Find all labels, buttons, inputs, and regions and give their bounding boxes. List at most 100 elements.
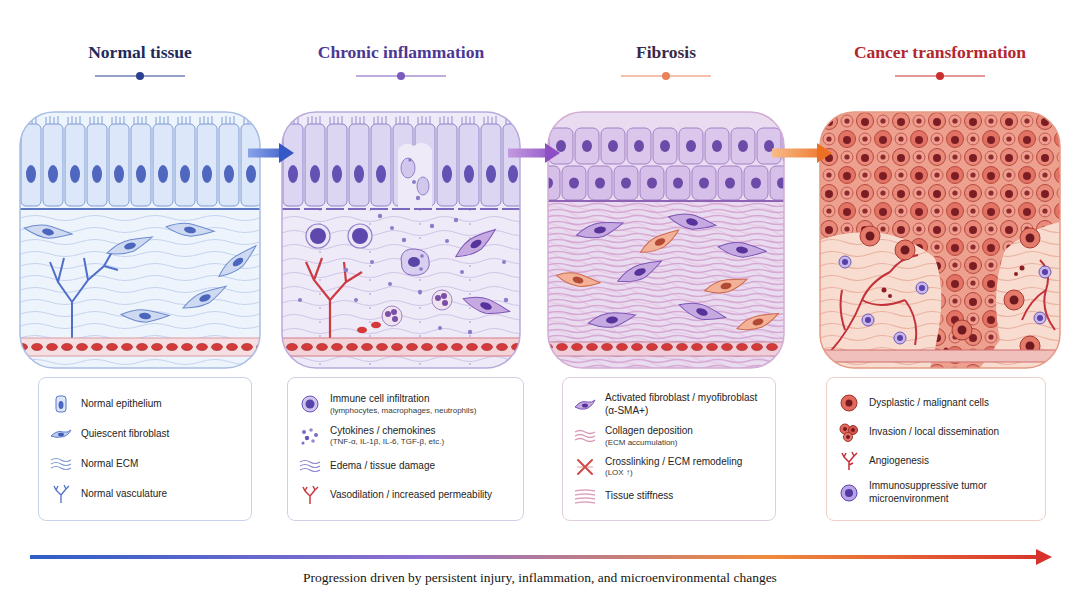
cancer-art [1020,228,1040,248]
item-label: Immunosuppressive tumor microenvironment [869,480,1039,505]
inflammation-art [298,158,508,334]
flow-arrow [772,143,832,163]
fibrosis-art [615,257,665,287]
item-label: Crosslinking / ECM remodeling [605,456,742,469]
info-box: Dysplastic / malignant cellsInvasion / l… [826,377,1046,521]
fibrosis-art [548,202,784,368]
legend-icon [582,403,588,407]
inflammation-art [390,226,394,230]
legend-icon [836,451,862,471]
inflammation-art [282,112,520,368]
legend-row: Vasodilation / increased permeability [296,485,517,505]
cancer-art [895,240,915,260]
legend-text: Invasion / local dissemination [869,426,999,439]
inflammation-art [370,260,374,264]
heading-rule [662,72,670,80]
stage-heading: Cancer transformation [832,40,1048,64]
legend-icon [47,394,75,414]
legend-row: Angiogenesis [835,451,1039,471]
legend-icon [297,394,323,414]
legend-icon [841,395,857,411]
legend-text: Quiescent fibroblast [81,428,169,441]
inflammation-art [282,338,520,356]
legend-icon [58,433,64,437]
legend-text: Tissue stiffness [605,490,673,503]
legend-icon [835,483,863,503]
legend-icon [309,428,313,432]
item-label: Normal ECM [81,458,138,471]
legend-icon [844,433,853,442]
legend-row: Immune cell infiltration(lymphocytes, ma… [296,393,517,416]
legend-text: Normal epithelium [81,398,162,411]
legend-icon [835,393,863,413]
cancer-art [1020,266,1025,271]
inflammation-art [398,143,432,210]
inflammation-art [348,224,372,248]
inflammation-art [282,112,520,368]
legend-text: Normal ECM [81,458,138,471]
legend-icon [302,430,306,434]
inflammation-art [357,327,367,334]
heading-rule [936,72,944,80]
cancer-art [820,112,1060,368]
inflammation-art [452,226,501,262]
inflammation-art [282,112,520,210]
normal-tissue-art [20,208,260,210]
inflammation-art [445,239,449,243]
inflammation-art [438,326,442,330]
legend-text: Activated fibroblast / myofibroblast (α-… [605,392,769,417]
cancer-art [894,332,906,344]
legend-row: Collagen deposition(ECM accumulation) [571,425,769,448]
legend-icon [48,394,74,414]
item-label: Cytokines / chemokines [330,425,444,438]
legend-row: Normal vasculature [47,484,245,504]
fibrosis-art [548,112,784,368]
inflammation-art [504,298,508,302]
inflammation-art [298,298,302,302]
heading-rule [397,72,405,80]
normal-tissue-art [105,234,155,258]
progression-arrow [30,549,1052,565]
inflammation-art [412,180,416,184]
progression-arrow [30,555,1038,559]
legend-icon [303,486,318,504]
inflammation-art [408,158,412,162]
arrow-head [817,143,832,163]
legend-icon [836,422,862,442]
normal-tissue-art [20,112,260,368]
cancer-art [820,350,1060,362]
legend-icon [845,489,853,497]
legend-row: Dysplastic / malignant cells [835,393,1039,413]
fibrosis-art [717,239,767,261]
fibrosis-art [548,200,784,202]
stage-heading: Chronic inflammation [294,40,508,64]
item-label: Tissue stiffness [605,490,673,503]
stage-panel: Normal tissue [32,40,248,368]
heading-rule [136,72,144,80]
item-label: Angiogenesis [869,455,929,468]
cancer-art [1004,290,1024,310]
legend-icon [572,457,598,477]
cancer-art [1039,266,1051,278]
item-label: Vasodilation / increased permeability [330,489,492,502]
legend-icon [311,439,315,443]
legend-icon [306,400,315,409]
inflammation-art [430,224,434,228]
cancer-art [882,266,1025,353]
legend-icon [846,435,850,439]
inflammation-art [401,249,429,275]
legend-icon [578,460,592,474]
fibrosis-art [575,219,625,241]
cancer-art [952,320,972,340]
legend-icon [297,426,323,446]
legend-icon [56,396,66,412]
legend-icon [841,485,857,501]
inflammation-art [461,291,511,321]
fibrosis-art [637,227,682,257]
legend-icon [842,452,857,470]
normal-tissue-art [165,220,214,240]
normal-tissue-art [20,338,260,356]
fibrosis-art [587,311,636,329]
